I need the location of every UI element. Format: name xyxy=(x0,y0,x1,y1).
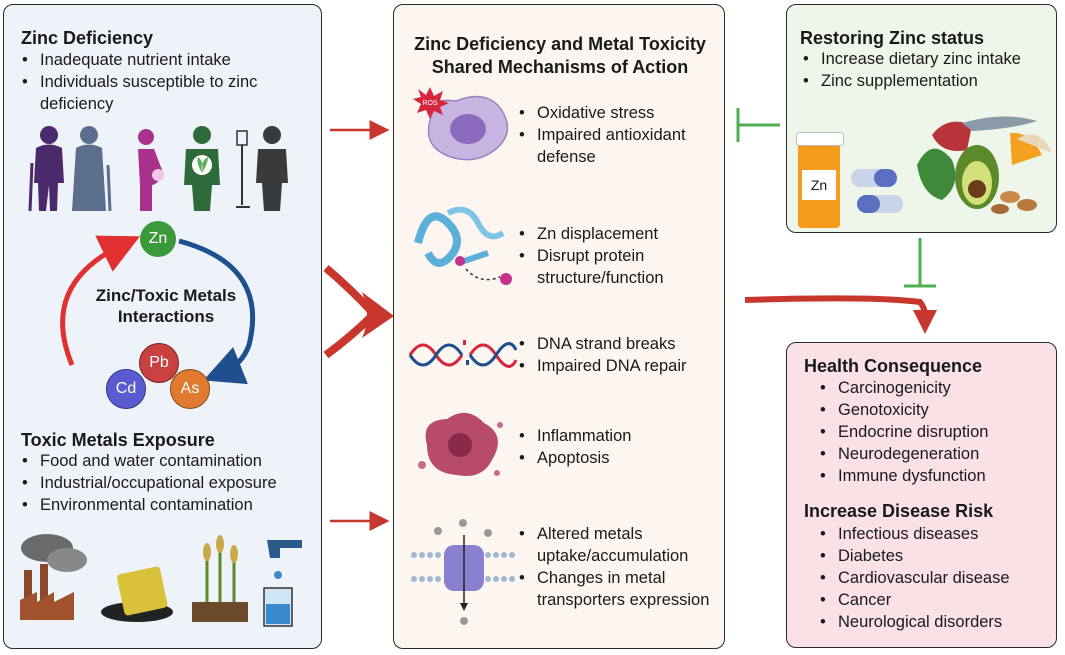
list-item: Zn displacement xyxy=(519,223,719,245)
susceptible-people-icon xyxy=(28,126,288,212)
list-item: Endocrine disruption xyxy=(820,421,1050,443)
toxic-exposure-list: Food and water contamination Industrial/… xyxy=(22,450,317,516)
bottle-label: Zn xyxy=(802,170,836,200)
ros-label: ROS xyxy=(422,100,438,107)
zinc-deficiency-title: Zinc Deficiency xyxy=(21,28,154,48)
restoring-title: Restoring Zinc status xyxy=(800,28,985,48)
list-item: Changes in metal transporters expression xyxy=(519,567,719,611)
interactions-label: Zinc/Toxic Metals Interactions xyxy=(95,286,237,326)
cd-circle: Cd xyxy=(106,369,146,409)
mechanism-group-5: Altered metals uptake/accumulation Chang… xyxy=(519,523,719,611)
consequence-arrow xyxy=(744,295,937,334)
inhibition-bar-top xyxy=(736,108,780,142)
list-item: Inflammation xyxy=(519,425,719,447)
mechanism-group-2: Zn displacement Disrupt protein structur… xyxy=(519,223,719,289)
list-item: Neurodegeneration xyxy=(820,443,1050,465)
mechanisms-title: Zinc Deficiency and Metal Toxicity Share… xyxy=(414,34,706,77)
protein-structure-icon xyxy=(414,206,512,285)
capsule-pills-icon xyxy=(851,169,903,213)
list-item: Altered metals uptake/accumulation xyxy=(519,523,719,567)
mechanism-group-3: DNA strand breaks Impaired DNA repair xyxy=(519,333,719,377)
pb-circle: Pb xyxy=(139,343,179,383)
list-item: DNA strand breaks xyxy=(519,333,719,355)
disease-risk-list: Infectious diseases Diabetes Cardiovascu… xyxy=(820,523,1050,633)
apoptotic-cell-icon xyxy=(418,412,503,476)
toxic-exposure-title: Toxic Metals Exposure xyxy=(21,430,215,450)
list-item: Diabetes xyxy=(820,545,1050,567)
restoring-zinc-panel: Restoring Zinc status Increase dietary z… xyxy=(786,4,1057,233)
list-item: Cardiovascular disease xyxy=(820,567,1050,589)
as-circle: As xyxy=(170,369,210,409)
list-item: Infectious diseases xyxy=(820,523,1050,545)
health-list: Carcinogenicity Genotoxicity Endocrine d… xyxy=(820,377,1050,487)
exposure-sources-icon xyxy=(20,534,302,627)
list-item: Cancer xyxy=(820,589,1050,611)
list-item: Oxidative stress xyxy=(519,102,719,124)
list-item: Inadequate nutrient intake xyxy=(22,49,312,71)
list-item: Genotoxicity xyxy=(820,399,1050,421)
metal-transporter-icon xyxy=(411,519,515,625)
zinc-foods-icon xyxy=(917,116,1052,214)
flow-arrows-left xyxy=(323,120,394,531)
health-title: Health Consequence xyxy=(804,356,983,376)
zinc-bottle-icon: Zn xyxy=(796,132,844,228)
zn-circle: Zn xyxy=(140,221,176,257)
restoring-list: Increase dietary zinc intake Zinc supple… xyxy=(803,48,1053,92)
list-item: Immune dysfunction xyxy=(820,465,1050,487)
list-item: Environmental contamination xyxy=(22,494,317,516)
mechanism-group-1: Oxidative stress Impaired antioxidant de… xyxy=(519,102,719,168)
list-item: Industrial/occupational exposure xyxy=(22,472,317,494)
zinc-deficiency-list: Inadequate nutrient intake Individuals s… xyxy=(22,49,312,115)
zinc-deficiency-panel: Zinc Deficiency Inadequate nutrient inta… xyxy=(3,4,322,649)
list-item: Increase dietary zinc intake xyxy=(803,48,1053,70)
disease-risk-title: Increase Disease Risk xyxy=(804,501,994,521)
list-item: Individuals susceptible to zinc deficien… xyxy=(22,71,312,115)
list-item: Impaired DNA repair xyxy=(519,355,719,377)
list-item: Food and water contamination xyxy=(22,450,317,472)
inhibition-bar-bottom xyxy=(904,238,936,288)
list-item: Carcinogenicity xyxy=(820,377,1050,399)
list-item: Impaired antioxidant defense xyxy=(519,124,719,168)
list-item: Disrupt protein structure/function xyxy=(519,245,719,289)
list-item: Neurological disorders xyxy=(820,611,1050,633)
list-item: Zinc supplementation xyxy=(803,70,1053,92)
interaction-cycle-arrows xyxy=(60,235,256,385)
ros-cell-icon: ROS xyxy=(413,87,509,161)
dna-break-icon xyxy=(408,340,518,368)
health-consequence-panel: Health Consequence Carcinogenicity Genot… xyxy=(786,342,1057,648)
list-item: Apoptosis xyxy=(519,447,719,469)
mechanisms-panel: Zinc Deficiency and Metal Toxicity Share… xyxy=(393,4,725,649)
mechanism-group-4: Inflammation Apoptosis xyxy=(519,425,719,469)
